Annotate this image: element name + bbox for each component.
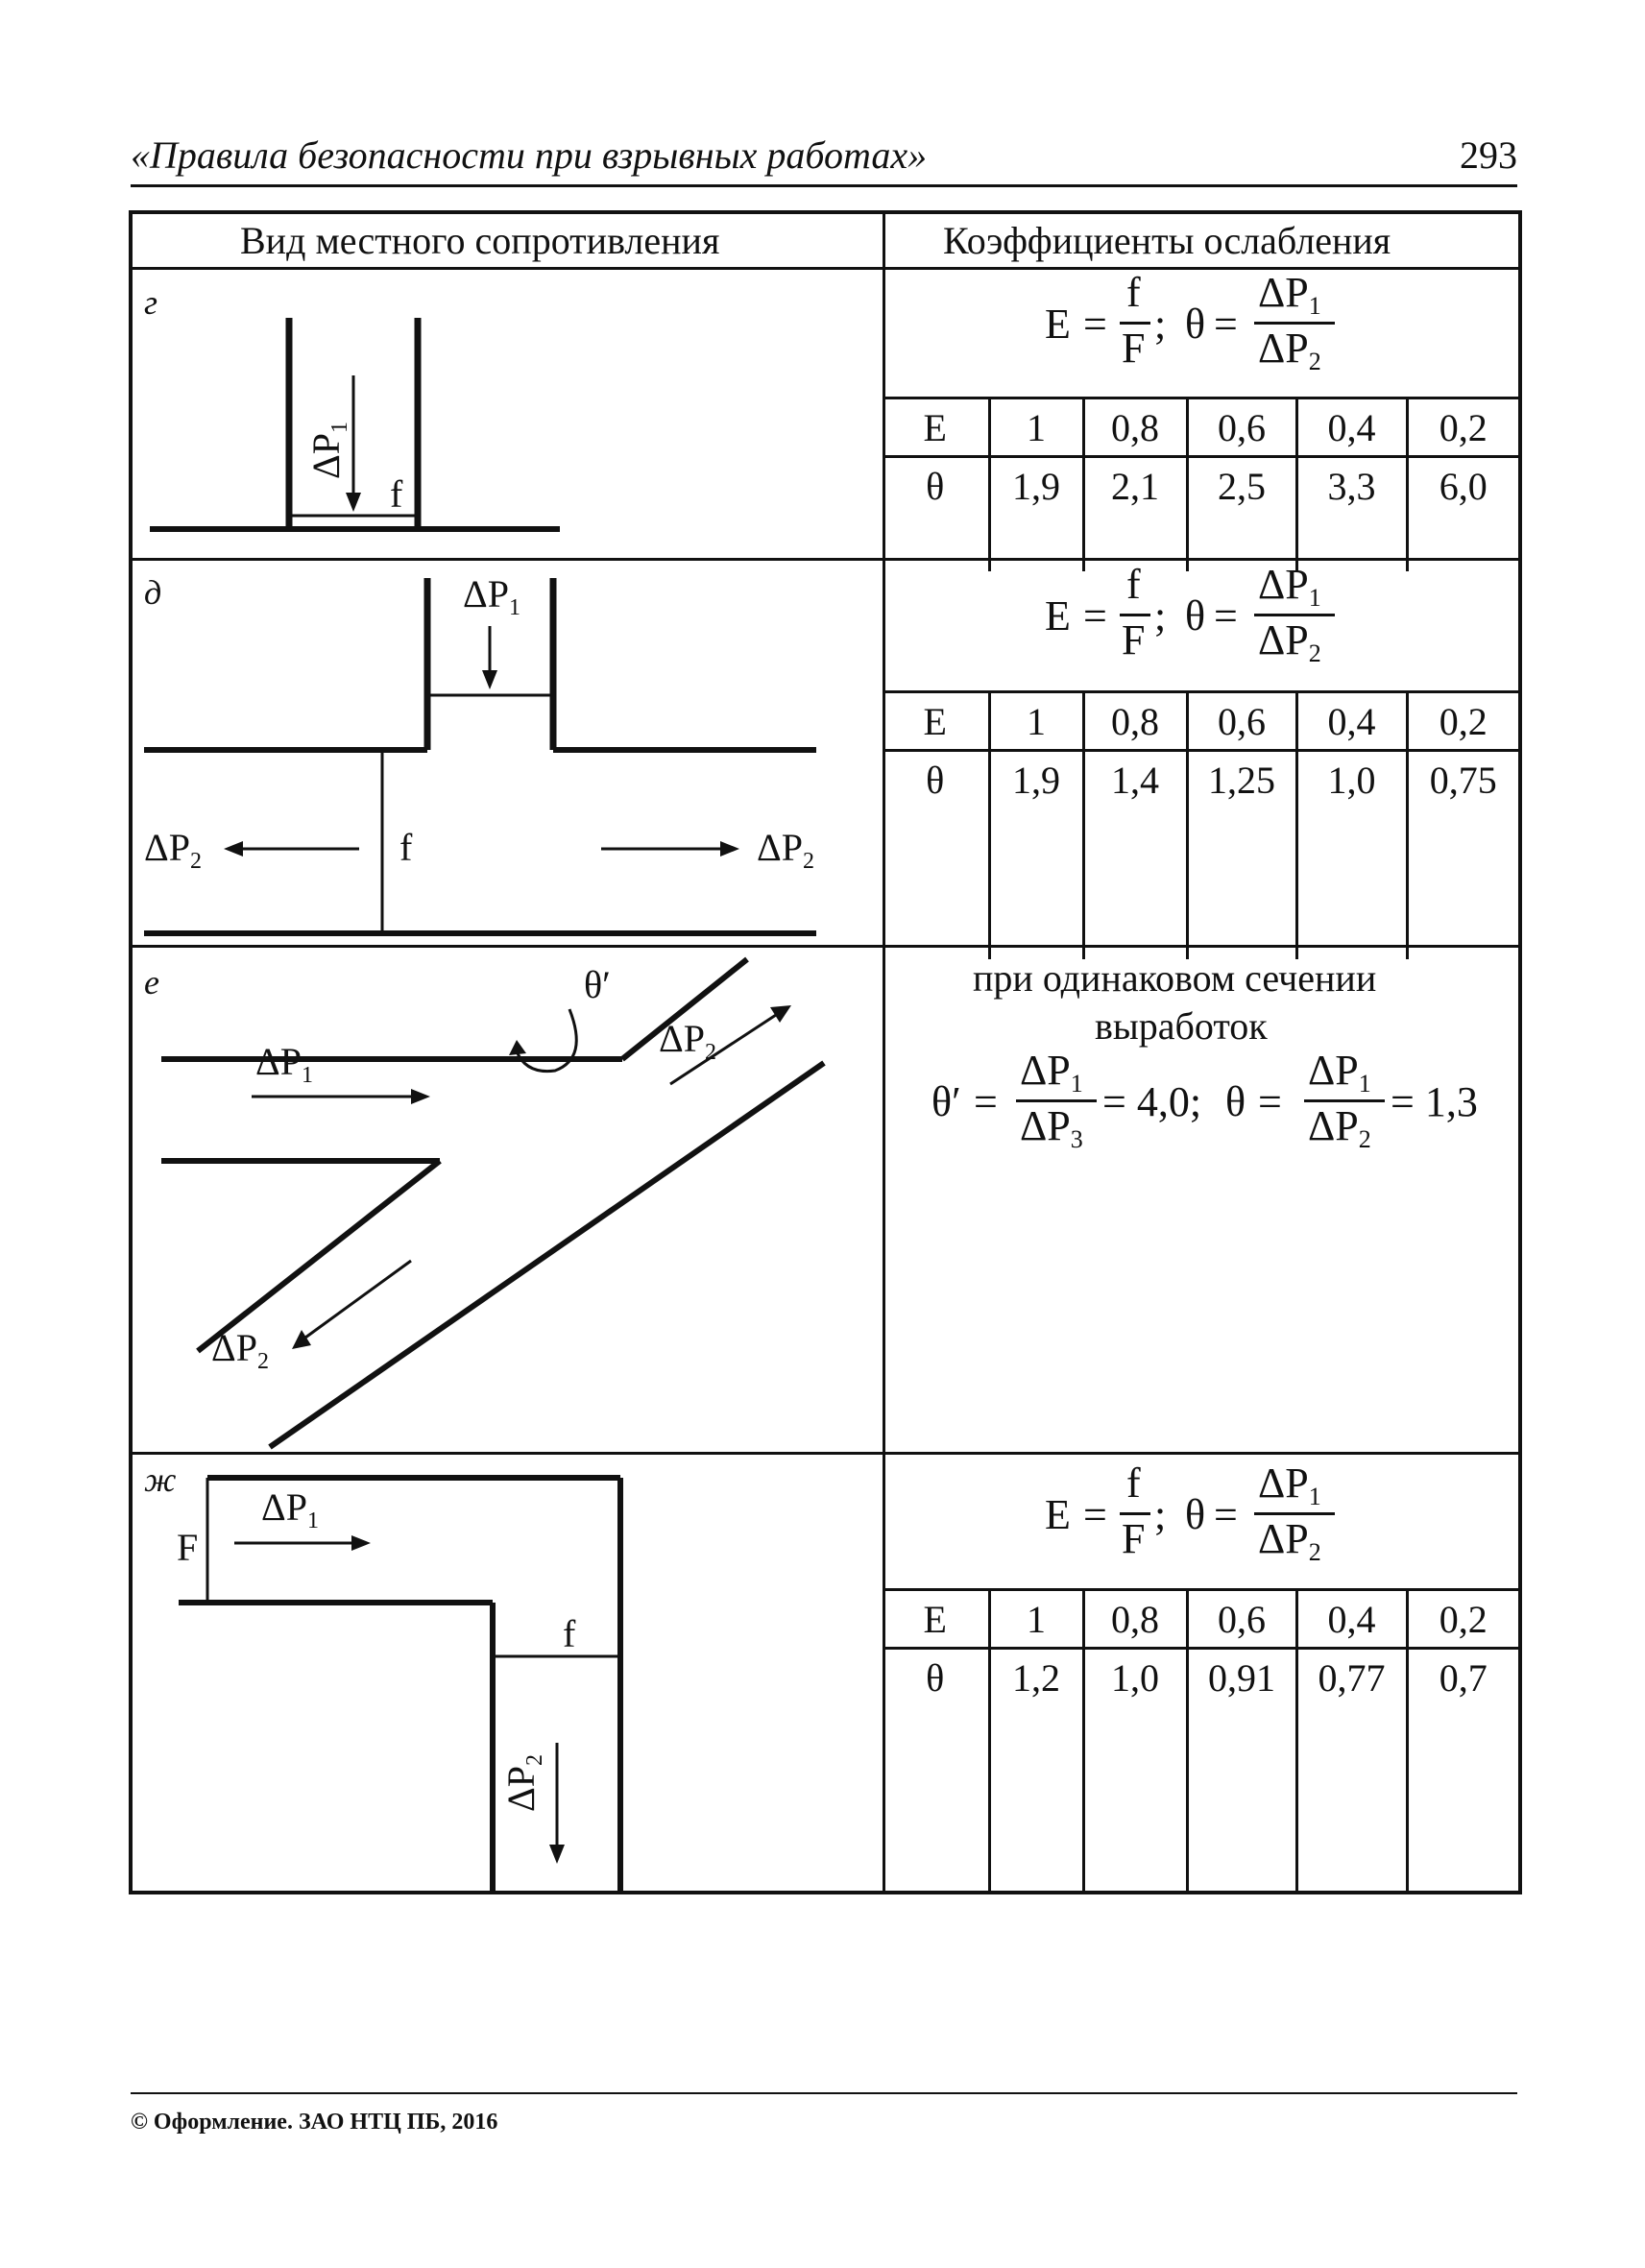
outer-wall-diagonal bbox=[268, 1060, 826, 1450]
label-dp1: ΔP1 bbox=[261, 1485, 319, 1533]
theta-value: 3,3 bbox=[1294, 455, 1409, 571]
row-divider bbox=[133, 1452, 1518, 1455]
coefficient-table-zh: E 1 0,8 0,6 0,4 0,2 θ 1,2 1,0 0,91 0,77 … bbox=[883, 1588, 1518, 1894]
e-value: 0,8 bbox=[1081, 1588, 1189, 1650]
header-rule bbox=[133, 267, 1518, 270]
e-value: 0,4 bbox=[1294, 690, 1409, 752]
theta-value: 1,2 bbox=[987, 1647, 1085, 1894]
label-f: f bbox=[399, 826, 413, 869]
column-header-resistance-type: Вид местного сопротивления bbox=[240, 219, 720, 262]
theta-value: 0,91 bbox=[1185, 1647, 1298, 1894]
arrowhead bbox=[351, 1535, 371, 1551]
theta-value: 1,9 bbox=[987, 749, 1085, 959]
row-divider bbox=[133, 558, 1518, 561]
e-value: 0,4 bbox=[1294, 397, 1409, 458]
arrowhead bbox=[549, 1845, 565, 1864]
label-dp2: ΔP2 bbox=[144, 826, 202, 874]
theta-value: 1,0 bbox=[1081, 1647, 1189, 1894]
theta-value: 2,5 bbox=[1185, 455, 1298, 571]
e-value: 0,8 bbox=[1081, 690, 1189, 752]
theta-value: 0,75 bbox=[1405, 749, 1518, 959]
page-number: 293 bbox=[1460, 133, 1517, 177]
arrowhead bbox=[770, 1005, 791, 1023]
row-divider bbox=[133, 945, 1518, 948]
label-dp2: ΔP2 bbox=[499, 1754, 547, 1812]
flow-arrow-down-left bbox=[304, 1259, 412, 1339]
e-value: 1 bbox=[987, 397, 1085, 458]
upper-wall-diagonal bbox=[620, 956, 749, 1062]
arrowhead bbox=[482, 670, 497, 689]
e-value: 0,2 bbox=[1405, 1588, 1518, 1650]
copyright-notice: © Оформление. ЗАО НТЦ ПБ, 2016 bbox=[131, 2110, 498, 2135]
coefficient-table-g: E 1 0,8 0,6 0,4 0,2 θ 1,9 2,1 2,5 3,3 6,… bbox=[883, 397, 1518, 571]
formula-row-g: E = f F ; θ = ΔP1 ΔP2 bbox=[1045, 272, 1477, 377]
theta-value: 1,4 bbox=[1081, 749, 1189, 959]
arrowhead bbox=[292, 1330, 311, 1349]
label-f: f bbox=[563, 1612, 576, 1655]
e-value: 1 bbox=[987, 690, 1085, 752]
note-line: при одинаковом сечении bbox=[973, 956, 1377, 1000]
diagram-turn: F ΔP1 f ΔP2 bbox=[177, 1475, 623, 1891]
angle-arc bbox=[515, 1008, 578, 1074]
e-value: 0,6 bbox=[1185, 1588, 1298, 1650]
arrowhead bbox=[720, 841, 739, 857]
note-line: выработок bbox=[1095, 1004, 1268, 1048]
e-value: 1 bbox=[987, 1588, 1085, 1650]
e-value: 0,6 bbox=[1185, 690, 1298, 752]
arrowhead bbox=[509, 1040, 526, 1055]
column-divider bbox=[883, 214, 885, 1891]
theta-value: 0,7 bbox=[1405, 1647, 1518, 1894]
row-letter: г bbox=[144, 283, 158, 322]
theta-value: 6,0 bbox=[1405, 455, 1518, 571]
e-value: 0,2 bbox=[1405, 397, 1518, 458]
e-label: E bbox=[883, 690, 991, 752]
theta-label: θ bbox=[883, 1647, 991, 1894]
row-letter: д bbox=[144, 573, 162, 612]
theta-label: θ bbox=[883, 749, 991, 959]
diagram-junction: θ′ ΔP1 ΔP2 ΔP2 bbox=[161, 956, 826, 1450]
running-title: «Правила безопасности при взрывных работ… bbox=[131, 133, 928, 177]
running-header: «Правила безопасности при взрывных работ… bbox=[131, 127, 1517, 187]
label-dp1: ΔP1 bbox=[304, 422, 352, 479]
diagram-tee-split: ΔP1 ΔP2 ΔP2 f bbox=[144, 572, 816, 936]
formula-row-e: θ′ = ΔP1 ΔP3 = 4,0; θ = ΔP1 ΔP2 = 1,3 bbox=[931, 1047, 1478, 1153]
arrowhead bbox=[411, 1089, 430, 1104]
e-value: 0,4 bbox=[1294, 1588, 1409, 1650]
label-dp2: ΔP2 bbox=[757, 826, 814, 874]
flow-arrow-up-right bbox=[669, 1013, 777, 1086]
e-value: 0,6 bbox=[1185, 397, 1298, 458]
label-dp1: ΔP1 bbox=[463, 572, 520, 620]
theta-value: 1,0 bbox=[1294, 749, 1409, 959]
column-header-coefficients: Коэффициенты ослабления bbox=[943, 219, 1391, 262]
theta-value: 0,77 bbox=[1294, 1647, 1409, 1894]
label-dp2: ΔP2 bbox=[211, 1326, 269, 1374]
formula-row-d: E = f F ; θ = ΔP1 ΔP2 bbox=[1045, 564, 1477, 669]
e-label: E bbox=[883, 1588, 991, 1650]
theta-label: θ bbox=[883, 455, 991, 571]
resistance-table: Вид местного сопротивления Коэффициенты … bbox=[129, 210, 1522, 1894]
e-value: 0,2 bbox=[1405, 690, 1518, 752]
row-letter: е bbox=[144, 963, 159, 1001]
arrowhead bbox=[346, 493, 361, 512]
arrowhead bbox=[224, 841, 243, 857]
label-f: f bbox=[390, 472, 403, 516]
label-theta-prime: θ′ bbox=[584, 963, 611, 1006]
label-F: F bbox=[177, 1526, 198, 1569]
lower-wall-diagonal bbox=[196, 1158, 442, 1354]
label-dp2: ΔP2 bbox=[659, 1017, 716, 1065]
row-letter: ж bbox=[144, 1460, 177, 1499]
theta-value: 2,1 bbox=[1081, 455, 1189, 571]
e-value: 0,8 bbox=[1081, 397, 1189, 458]
footer-rule bbox=[131, 2092, 1517, 2094]
diagram-narrowing: ΔP1 f bbox=[150, 318, 560, 532]
theta-value: 1,9 bbox=[987, 455, 1085, 571]
formula-row-zh: E = f F ; θ = ΔP1 ΔP2 bbox=[1045, 1462, 1477, 1568]
label-dp1: ΔP1 bbox=[255, 1040, 313, 1088]
theta-value: 1,25 bbox=[1185, 749, 1298, 959]
e-label: E bbox=[883, 397, 991, 458]
coefficient-table-d: E 1 0,8 0,6 0,4 0,2 θ 1,9 1,4 1,25 1,0 0… bbox=[883, 690, 1518, 959]
